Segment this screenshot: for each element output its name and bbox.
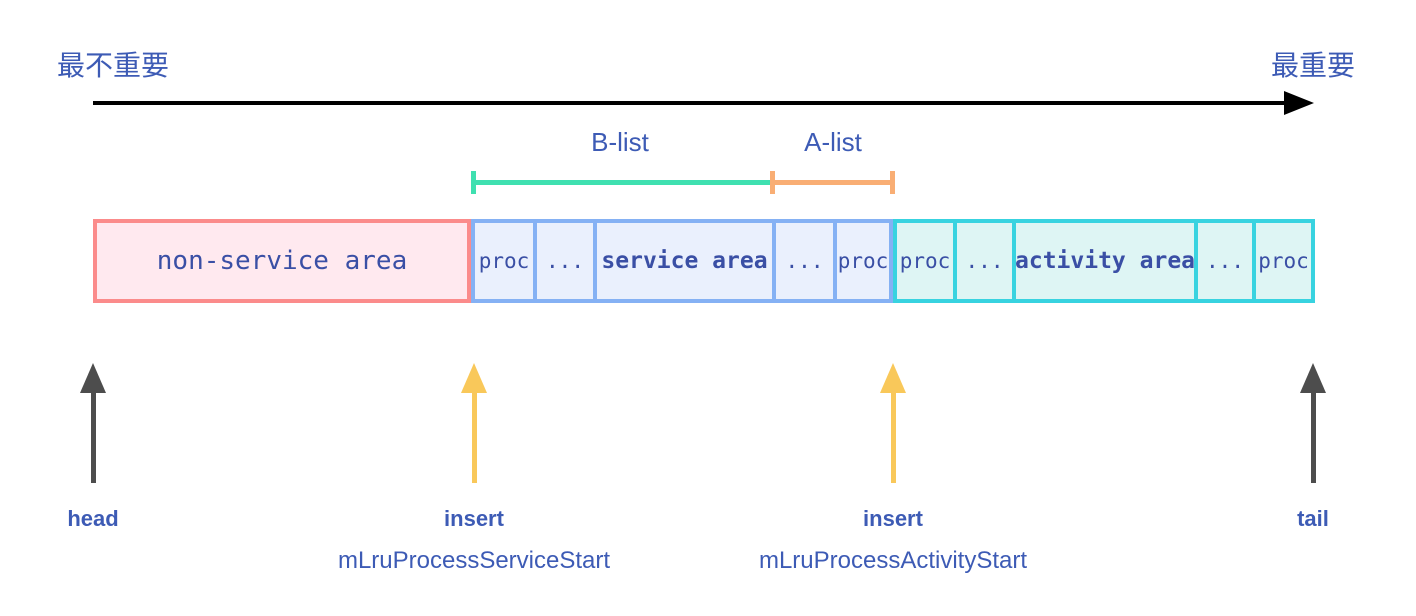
a-ellipsis-cell: ...	[953, 223, 1012, 299]
insert-activity-arrow-shaft	[890, 393, 896, 483]
b-list-bracket	[471, 180, 770, 185]
non-service-area-segment: non-service area	[93, 219, 471, 303]
a-list-bracket-left-cap	[770, 171, 775, 194]
a-proc-cell: proc	[897, 223, 953, 299]
b-list-section: proc ... service area ... proc	[471, 219, 893, 303]
least-important-label: 最不重要	[57, 50, 170, 81]
insert-activity-arrow-tip	[880, 363, 906, 393]
b-ellipsis-cell: ...	[533, 223, 593, 299]
insert-service-label: insert	[444, 506, 504, 531]
b-ellipsis-cell: ...	[772, 223, 833, 299]
tail-arrow-shaft	[1310, 393, 1316, 483]
mlru-process-service-start-label: mLruProcessServiceStart	[337, 547, 611, 574]
a-ellipsis-cell: ...	[1194, 223, 1252, 299]
insert-activity-arrow-icon	[880, 363, 906, 483]
insert-service-arrow-icon	[461, 363, 487, 483]
a-list-bracket	[770, 180, 895, 185]
a-list-section: proc ... activity area ... proc	[893, 219, 1315, 303]
head-arrow-shaft	[90, 393, 96, 483]
a-list-label: A-list	[804, 127, 862, 157]
head-label: head	[67, 506, 119, 531]
tail-arrow-icon	[1300, 363, 1326, 483]
b-list-bracket-left-cap	[471, 171, 476, 194]
activity-area-cell: activity area	[1012, 223, 1194, 299]
head-arrow-tip	[80, 363, 106, 393]
importance-arrow-head-icon	[1284, 91, 1314, 115]
service-area-cell: service area	[593, 223, 772, 299]
head-arrow-icon	[80, 363, 106, 483]
a-list-bracket-right-cap	[890, 171, 895, 194]
a-proc-cell: proc	[1252, 223, 1311, 299]
b-proc-cell: proc	[475, 223, 533, 299]
b-list-label: B-list	[591, 127, 649, 157]
tail-label: tail	[1297, 506, 1329, 531]
mlru-process-activity-start-label: mLruProcessActivityStart	[758, 547, 1028, 574]
most-important-label: 最重要	[1270, 50, 1355, 81]
importance-arrow-shaft	[93, 101, 1285, 105]
b-proc-cell: proc	[833, 223, 889, 299]
insert-activity-label: insert	[863, 506, 923, 531]
tail-arrow-tip	[1300, 363, 1326, 393]
insert-service-arrow-tip	[461, 363, 487, 393]
insert-service-arrow-shaft	[471, 393, 477, 483]
